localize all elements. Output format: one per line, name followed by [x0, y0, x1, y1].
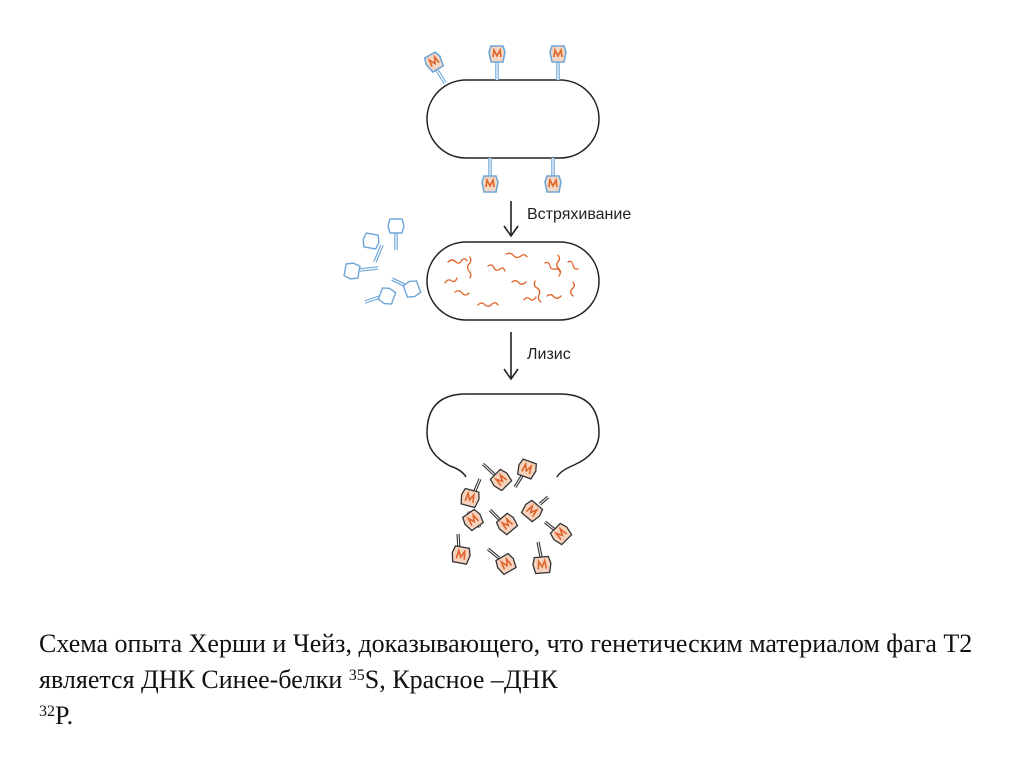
attached-phages: [422, 45, 567, 193]
bacterium-infected: [426, 79, 600, 159]
caption-text-3: P.: [55, 701, 74, 730]
caption-text-2: S, Красное –ДНК: [364, 665, 558, 694]
ghost-phage-2: [387, 218, 405, 250]
phage-attached-3: [549, 45, 567, 80]
caption: Схема опыта Херши и Чейз, доказывающего,…: [39, 626, 989, 734]
ghost-phage-1: [361, 232, 384, 263]
progeny-phage-8: [449, 533, 473, 566]
progeny-phage-9: [486, 547, 519, 577]
phage-attached-5: [544, 158, 562, 193]
step-label-lysis: Лизис: [527, 346, 571, 363]
progeny-phage-6: [460, 507, 486, 533]
progeny-phage-7: [544, 520, 574, 547]
progeny-phage-1: [481, 462, 514, 493]
phage-attached-4: [481, 158, 499, 193]
progeny-phages: [449, 457, 574, 577]
ghost-phage-3: [343, 261, 379, 281]
bacterium-lysed: [426, 393, 600, 478]
ghost-phage-4: [391, 277, 423, 300]
phage-attached-1: [422, 50, 447, 84]
step-label-shaking: Встряхивание: [527, 206, 631, 223]
detached-phage-coats: [343, 218, 423, 307]
progeny-phage-10: [531, 541, 553, 575]
phage-attached-2: [488, 45, 506, 80]
phage-dna-strands: [444, 252, 579, 307]
progeny-phage-3: [458, 478, 482, 509]
progeny-phage-2: [513, 457, 539, 488]
hershey-chase-diagram: Встряхивание: [343, 45, 631, 577]
arrow-lysis: [503, 332, 519, 381]
progeny-phage-5: [519, 495, 550, 524]
bacterium-with-phage-dna: [426, 241, 600, 321]
caption-isotope-sulfur-mass: 35: [348, 667, 365, 684]
ghost-phage-5: [364, 285, 398, 307]
arrow-shaking: [503, 201, 519, 238]
progeny-phage-4: [488, 508, 520, 537]
caption-isotope-phosphorus-mass: 32: [39, 703, 55, 720]
caption-text-1: Схема опыта Херши и Чейз, доказывающего,…: [39, 629, 973, 694]
